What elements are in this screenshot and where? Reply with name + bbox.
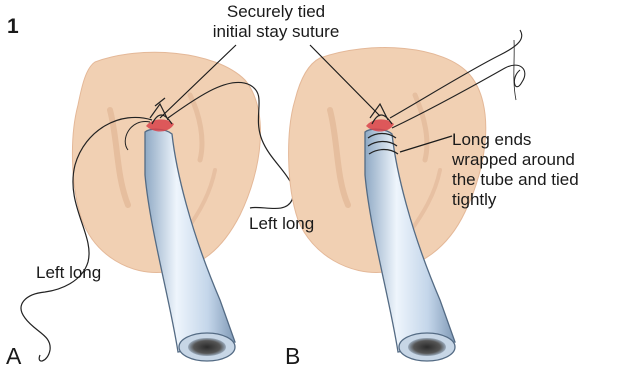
- panel-b-label: Long ends wrapped around the tube and ti…: [452, 130, 579, 210]
- callout-top-line1: Securely tied: [186, 2, 366, 22]
- panel-letter-a: A: [6, 343, 21, 370]
- tube-a-lumen: [188, 338, 226, 356]
- callout-top-label: Securely tied initial stay suture: [186, 2, 366, 42]
- panel-a-label-bottom: Left long: [36, 263, 101, 283]
- panel-a-illustration: [21, 52, 293, 361]
- callout-top-line2: initial stay suture: [186, 22, 366, 42]
- panel-b-label-line3: the tube and tied: [452, 170, 579, 190]
- figure-number: 1: [7, 15, 19, 39]
- panel-b-label-line4: tightly: [452, 190, 579, 210]
- panel-a-label-right: Left long: [249, 214, 314, 234]
- tube-b-lumen: [408, 338, 446, 356]
- panel-b-label-line2: wrapped around: [452, 150, 579, 170]
- panel-letter-b: B: [285, 343, 300, 370]
- panel-b-label-line1: Long ends: [452, 130, 579, 150]
